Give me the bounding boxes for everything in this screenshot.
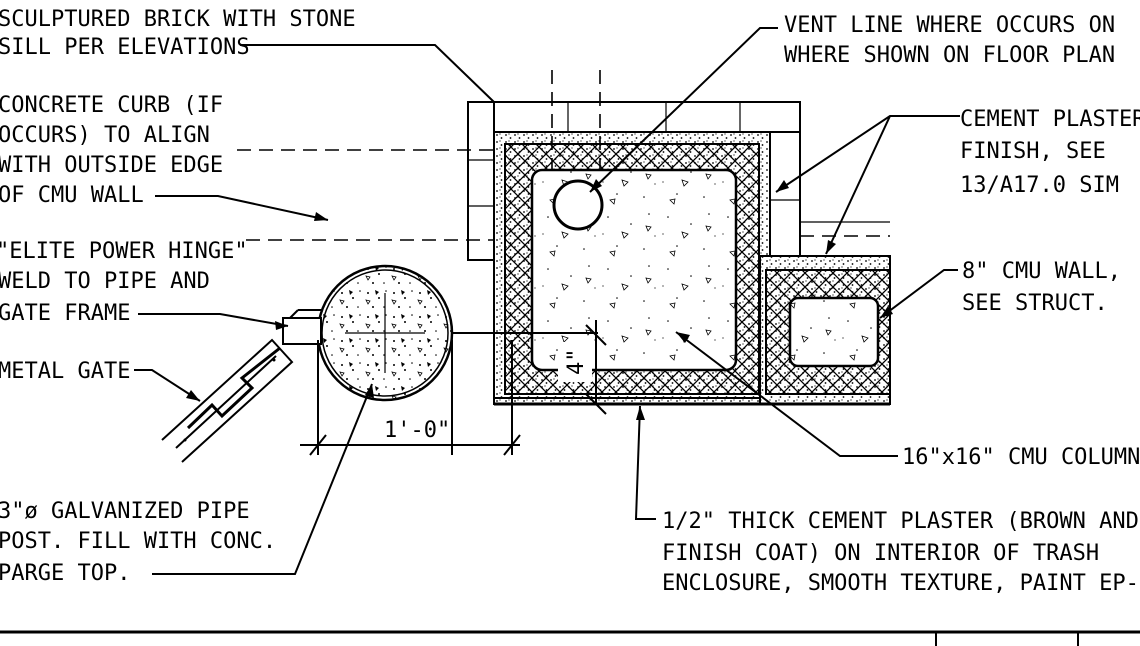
cmu-column: [493, 131, 771, 405]
svg-text:3"ø GALVANIZED PIPE: 3"ø GALVANIZED PIPE: [0, 499, 250, 524]
svg-text:CONCRETE CURB (IF: CONCRETE CURB (IF: [0, 93, 223, 118]
label-interior-cement-plaster: 1/2" THICK CEMENT PLASTER (BROWN AND FIN…: [662, 509, 1139, 596]
svg-text:WELD TO PIPE AND: WELD TO PIPE AND: [0, 269, 210, 294]
svg-text:SILL PER ELEVATIONS: SILL PER ELEVATIONS: [0, 35, 250, 60]
leader-lines: [134, 27, 960, 575]
svg-text:OF CMU WALL: OF CMU WALL: [0, 183, 144, 208]
dimension-label: 4": [564, 349, 589, 376]
svg-text:WHERE SHOWN ON FLOOR PLAN: WHERE SHOWN ON FLOOR PLAN: [784, 43, 1115, 68]
elite-power-hinge: [282, 309, 322, 345]
svg-text:CEMENT PLASTER: CEMENT PLASTER: [960, 107, 1140, 132]
svg-text:FINISH, SEE: FINISH, SEE: [960, 139, 1106, 164]
svg-text:OCCURS) TO ALIGN: OCCURS) TO ALIGN: [0, 123, 210, 148]
svg-text:METAL GATE: METAL GATE: [0, 359, 130, 384]
metal-gate: [161, 338, 294, 463]
svg-text:FINISH COAT) ON INTERIOR OF TR: FINISH COAT) ON INTERIOR OF TRASH: [662, 541, 1099, 566]
label-cement-plaster-finish: CEMENT PLASTER FINISH, SEE 13/A17.0 SIM: [960, 107, 1140, 198]
svg-text:WITH OUTSIDE EDGE: WITH OUTSIDE EDGE: [0, 153, 223, 178]
label-elite-power-hinge: "ELITE POWER HINGE" WELD TO PIPE AND GAT…: [0, 239, 248, 326]
svg-text:ENCLOSURE, SMOOTH TEXTURE, PAI: ENCLOSURE, SMOOTH TEXTURE, PAINT EP-: [662, 571, 1139, 596]
svg-text:VENT LINE WHERE OCCURS ON: VENT LINE WHERE OCCURS ON: [784, 13, 1115, 38]
label-cmu-column: 16"x16" CMU COLUMN: [902, 445, 1140, 470]
label-vent-line: VENT LINE WHERE OCCURS ON WHERE SHOWN ON…: [784, 13, 1115, 68]
svg-text:8" CMU WALL,: 8" CMU WALL,: [962, 259, 1121, 284]
dimension-label: 1'-0": [384, 418, 450, 443]
label-concrete-curb: CONCRETE CURB (IF OCCURS) TO ALIGN WITH …: [0, 93, 223, 208]
svg-text:SEE STRUCT.: SEE STRUCT.: [962, 291, 1108, 316]
label-sculptured-brick: SCULPTURED BRICK WITH STONE SILL PER ELE…: [0, 7, 356, 60]
svg-text:POST. FILL WITH CONC.: POST. FILL WITH CONC.: [0, 529, 276, 554]
svg-text:GATE FRAME: GATE FRAME: [0, 301, 130, 326]
dimension-post-width: 1'-0": [300, 340, 521, 456]
title-block-border: [0, 630, 1140, 646]
svg-text:13/A17.0 SIM: 13/A17.0 SIM: [960, 173, 1119, 198]
label-galvanized-pipe: 3"ø GALVANIZED PIPE POST. FILL WITH CONC…: [0, 499, 276, 586]
svg-text:"ELITE POWER HINGE": "ELITE POWER HINGE": [0, 239, 248, 264]
svg-text:SCULPTURED BRICK WITH STONE: SCULPTURED BRICK WITH STONE: [0, 7, 356, 32]
dimension-offset: 4": [558, 324, 607, 415]
vent-pipe: [552, 179, 604, 231]
svg-text:16"x16" CMU COLUMN: 16"x16" CMU COLUMN: [902, 445, 1140, 470]
svg-text:PARGE TOP.: PARGE TOP.: [0, 561, 130, 586]
cmu-wall: [759, 221, 891, 405]
label-metal-gate: METAL GATE: [0, 359, 130, 384]
label-8in-cmu-wall: 8" CMU WALL, SEE STRUCT.: [962, 259, 1121, 316]
svg-text:1/2" THICK CEMENT PLASTER (BRO: 1/2" THICK CEMENT PLASTER (BROWN AND: [662, 509, 1139, 534]
